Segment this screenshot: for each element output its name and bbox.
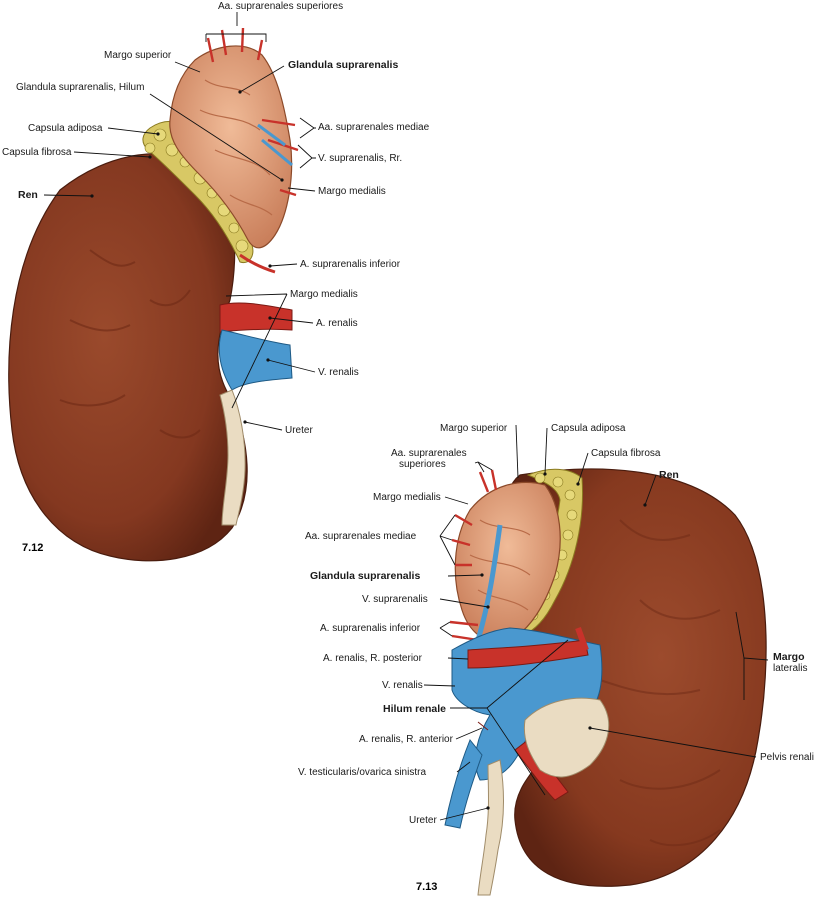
label-capsula-fibrosa-13: Capsula fibrosa	[591, 448, 661, 459]
ureter-7-13	[477, 759, 504, 896]
kidney-shape-7-12	[8, 152, 248, 562]
figure-7-13	[444, 468, 767, 896]
label-margo-medialis-13: Margo medialis	[373, 492, 441, 503]
renal-artery-7-12	[219, 302, 293, 333]
label-glandula-suprarenalis-12: Glandula suprarenalis	[288, 59, 398, 71]
label-margo-medialis-ren-12: Margo medialis	[290, 289, 358, 300]
label-v-renalis-12: V. renalis	[318, 367, 359, 378]
label-a-renalis-r-posterior-13: A. renalis, R. posterior	[323, 653, 423, 664]
label-pelvis-renalis-13: Pelvis renalis	[760, 752, 814, 763]
label-margo-medialis-adrenal-12: Margo medialis	[318, 186, 386, 197]
label-ren-12: Ren	[18, 189, 38, 201]
label-glandula-hilum-12: Glandula suprarenalis, Hilum	[16, 82, 144, 93]
figure-7-12	[8, 27, 299, 562]
label-hilum-renale-13: Hilum renale	[383, 703, 446, 715]
adrenal-gland-7-13	[454, 481, 561, 643]
label-aa-suprarenales-superiores-12: Aa. suprarenales superiores	[218, 1, 343, 12]
ureter-7-12	[219, 389, 246, 526]
label-v-suprarenalis-13: V. suprarenalis	[362, 594, 428, 605]
label-glandula-suprarenalis-13: Glandula suprarenalis	[310, 570, 420, 582]
labels-7-12: Aa. suprarenales superiores Margo superi…	[2, 1, 430, 554]
label-ureter-13: Ureter	[409, 815, 437, 826]
label-ren-13: Ren	[659, 469, 679, 481]
renal-artery-posterior-7-13	[467, 639, 589, 669]
label-a-suprarenalis-inferior-12: A. suprarenalis inferior	[300, 259, 401, 270]
figure-number-7-13: 7.13	[416, 881, 437, 893]
label-capsula-adiposa-13: Capsula adiposa	[551, 423, 626, 434]
label-margo-lateralis-13a: Margo	[773, 651, 805, 663]
label-margo-superior-12: Margo superior	[104, 50, 172, 61]
figure-number-7-12: 7.12	[22, 542, 43, 554]
pelvis-renalis-7-13	[523, 697, 610, 778]
label-a-renalis-r-anterior-13: A. renalis, R. anterior	[359, 734, 454, 745]
label-margo-superior-13: Margo superior	[440, 423, 508, 434]
label-aa-suprarenales-mediae-13: Aa. suprarenales mediae	[305, 531, 417, 542]
label-capsula-adiposa-12: Capsula adiposa	[28, 123, 103, 134]
label-aa-suprarenales-mediae-12: Aa. suprarenales mediae	[318, 122, 430, 133]
label-margo-lateralis-13b: lateralis	[773, 663, 807, 674]
label-capsula-fibrosa-12: Capsula fibrosa	[2, 147, 72, 158]
label-ureter-12: Ureter	[285, 425, 313, 436]
label-aa-suprarenales-superiores-13b: superiores	[399, 459, 446, 470]
label-a-renalis-12: A. renalis	[316, 318, 358, 329]
labels-7-13: Margo superior Capsula adiposa Aa. supra…	[298, 423, 814, 893]
label-aa-suprarenales-superiores-13a: Aa. suprarenales	[391, 448, 467, 459]
label-v-testicularis-13: V. testicularis/ovarica sinistra	[298, 767, 426, 778]
label-v-suprarenalis-rr-12: V. suprarenalis, Rr.	[318, 153, 402, 164]
label-v-renalis-13: V. renalis	[382, 680, 423, 691]
label-a-suprarenalis-inferior-13: A. suprarenalis inferior	[320, 623, 421, 634]
